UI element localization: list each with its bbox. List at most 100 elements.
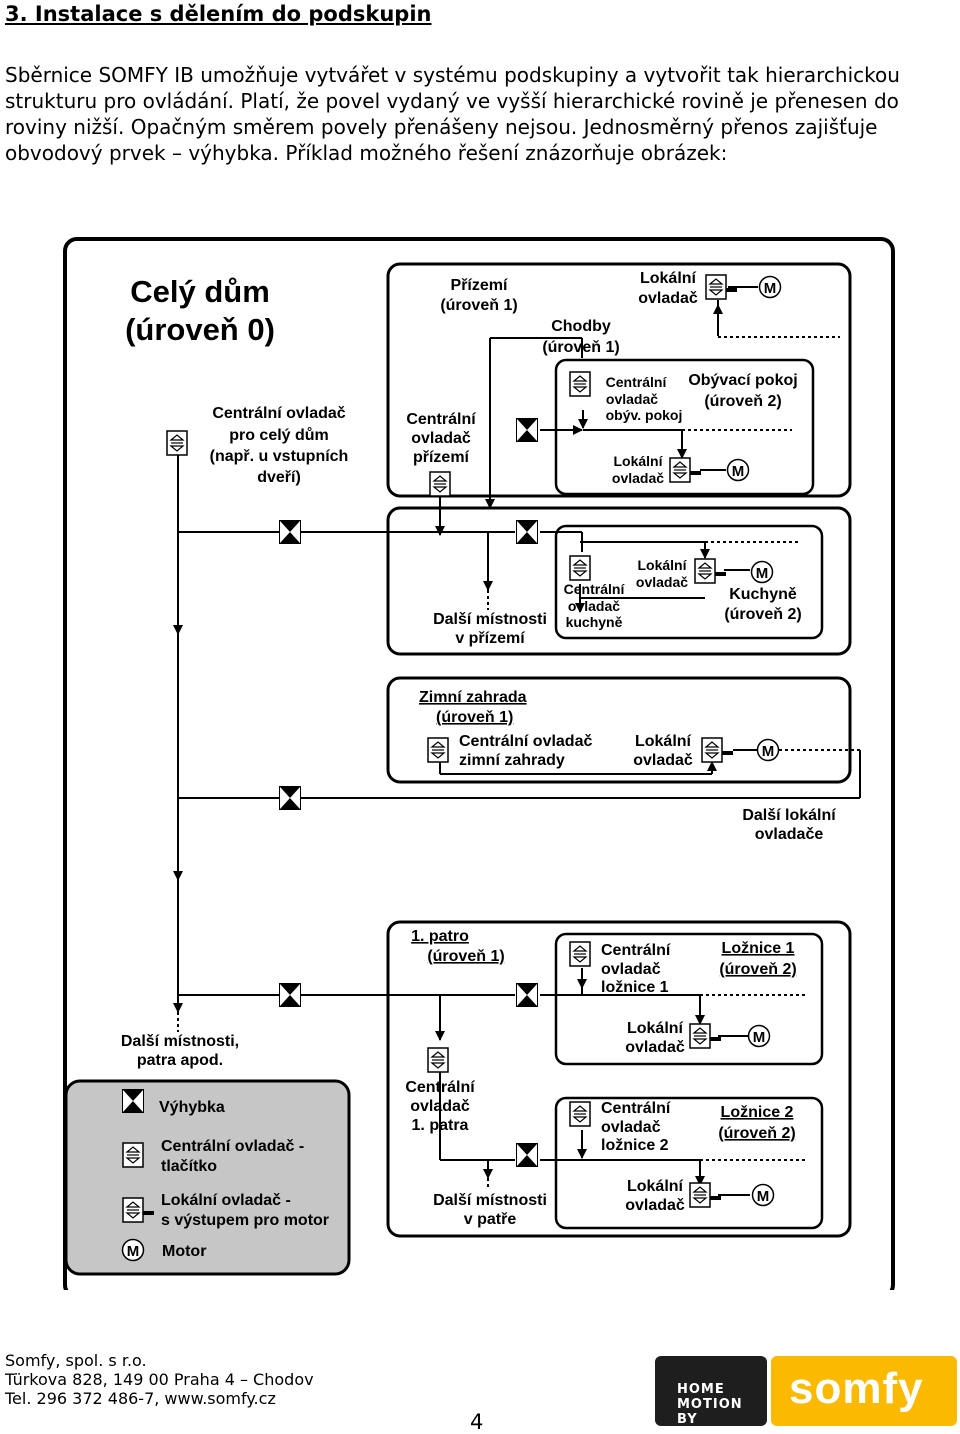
- label: 1. patro: [411, 928, 469, 945]
- footer-address: Türkova 828, 149 00 Praha 4 – Chodov: [5, 1370, 314, 1389]
- label: Centrální: [564, 581, 626, 597]
- label: Další místnosti,: [121, 1033, 239, 1050]
- label: dveří): [257, 469, 301, 486]
- legend-label: Centrální ovladač -: [161, 1138, 304, 1155]
- intro-paragraph: Sběrnice SOMFY IB umožňuje vytvářet v sy…: [5, 63, 900, 165]
- label: (úroveň 2): [724, 606, 801, 623]
- bedroom1-box: [554, 932, 824, 1066]
- label: ovladač: [410, 1098, 470, 1115]
- page-number: 4: [470, 1410, 484, 1434]
- label: Další lokální: [742, 807, 836, 824]
- label: ovladač: [606, 391, 658, 407]
- motor-icon: M: [732, 463, 745, 480]
- label: Kuchyně: [729, 586, 797, 603]
- legend-central-icon: [122, 1142, 144, 1168]
- label: Další místnosti: [433, 1192, 547, 1209]
- house-title: Celý dům: [130, 274, 270, 309]
- label: ovladač: [625, 1039, 685, 1056]
- label: patra apod.: [137, 1052, 223, 1069]
- label: ovladač: [625, 1197, 685, 1214]
- bedroom2-box: [554, 1096, 824, 1230]
- logo-text: HOME: [677, 1382, 725, 1397]
- switch-icon: [279, 786, 301, 810]
- ground-floor-box: [386, 262, 852, 498]
- label: 1. patra: [412, 1117, 469, 1134]
- label: Lokální: [613, 453, 663, 469]
- label: ovladač: [612, 470, 664, 486]
- switch-icon: [279, 983, 301, 1007]
- label: přízemí: [413, 449, 470, 466]
- motor-icon: M: [753, 1029, 766, 1046]
- legend-label: s výstupem pro motor: [161, 1212, 329, 1229]
- legend-label: Výhybka: [159, 1099, 225, 1116]
- ground-floor-box-2: [386, 506, 852, 656]
- label: ložnice 2: [601, 1137, 669, 1154]
- label: Chodby: [551, 318, 611, 335]
- label: zimní zahrady: [459, 752, 565, 769]
- house-level: (úroveň 0): [125, 312, 275, 347]
- logo-text: somfy: [789, 1364, 924, 1413]
- central-living-icon: [569, 371, 591, 397]
- label: v patře: [464, 1211, 517, 1228]
- hierarchy-diagram: M M M M M M M Celý dům (úroveň 0) Centrá…: [63, 237, 895, 1290]
- switch-icon: [516, 983, 538, 1007]
- label: (úroveň 2): [719, 961, 796, 978]
- label: Lokální: [635, 733, 692, 750]
- label: Ložnice 1: [722, 940, 795, 957]
- label: Obývací pokoj: [688, 372, 797, 389]
- label: Centrální: [406, 411, 476, 428]
- motor-icon: M: [762, 743, 775, 760]
- label: (úroveň 1): [542, 339, 619, 356]
- footer-company: Somfy, spol. s r.o.: [5, 1351, 147, 1370]
- label: ovladač: [568, 598, 620, 614]
- label: (úroveň 2): [704, 393, 781, 410]
- label: Lokální: [627, 1020, 684, 1037]
- legend-switch-icon: [122, 1089, 144, 1113]
- central-bed1-icon: [569, 941, 591, 967]
- label: (úroveň 1): [436, 709, 513, 726]
- label: (úroveň 1): [427, 948, 504, 965]
- label: Přízemí: [451, 277, 508, 294]
- central-bed2-icon: [569, 1101, 591, 1127]
- label: ovladač: [638, 290, 698, 307]
- label: Centrální: [601, 1100, 671, 1117]
- label: Centrální ovladač: [459, 733, 592, 750]
- label: ovladače: [755, 826, 824, 843]
- label: ovladač: [633, 752, 693, 769]
- label: Další místnosti: [433, 611, 547, 628]
- label: ovladač: [601, 961, 661, 978]
- footer: Somfy, spol. s r.o. Türkova 828, 149 00 …: [5, 1351, 314, 1408]
- living-room-box: [554, 358, 815, 496]
- first-floor-box: [386, 920, 852, 1238]
- label: Lokální: [640, 270, 697, 287]
- somfy-logo: somfy: [771, 1356, 957, 1426]
- switch-icon: [516, 520, 538, 544]
- kitchen-box: [554, 524, 824, 640]
- label: Lokální: [637, 557, 687, 573]
- label: Zimní zahrada: [419, 689, 527, 706]
- switch-icon: [516, 1143, 538, 1167]
- central-ground-icon: [429, 471, 451, 497]
- label: Centrální: [405, 1079, 475, 1096]
- logo-text: MOTION BY: [677, 1397, 743, 1427]
- label: (úroveň 1): [440, 297, 517, 314]
- central-house-icon: [166, 430, 188, 456]
- central-garden-icon: [427, 737, 449, 763]
- switch-icon: [279, 520, 301, 544]
- label: (úroveň 2): [718, 1125, 795, 1142]
- motor-icon: M: [764, 280, 777, 297]
- label: pro celý dům: [229, 427, 329, 444]
- legend-label: tlačítko: [161, 1158, 217, 1175]
- switch-icon: [516, 418, 538, 442]
- label: ovladač: [411, 430, 471, 447]
- label: kuchyně: [566, 614, 623, 630]
- motor-icon: M: [756, 565, 769, 582]
- motor-icon: M: [757, 1188, 770, 1205]
- winter-garden-box: [386, 676, 852, 784]
- legend-box: [64, 1079, 351, 1276]
- label: Lokální: [627, 1178, 684, 1195]
- central-kitchen-icon: [569, 555, 591, 581]
- label: ovladač: [636, 574, 688, 590]
- label: Centrální: [601, 942, 671, 959]
- legend-label: Lokální ovladač -: [161, 1192, 291, 1209]
